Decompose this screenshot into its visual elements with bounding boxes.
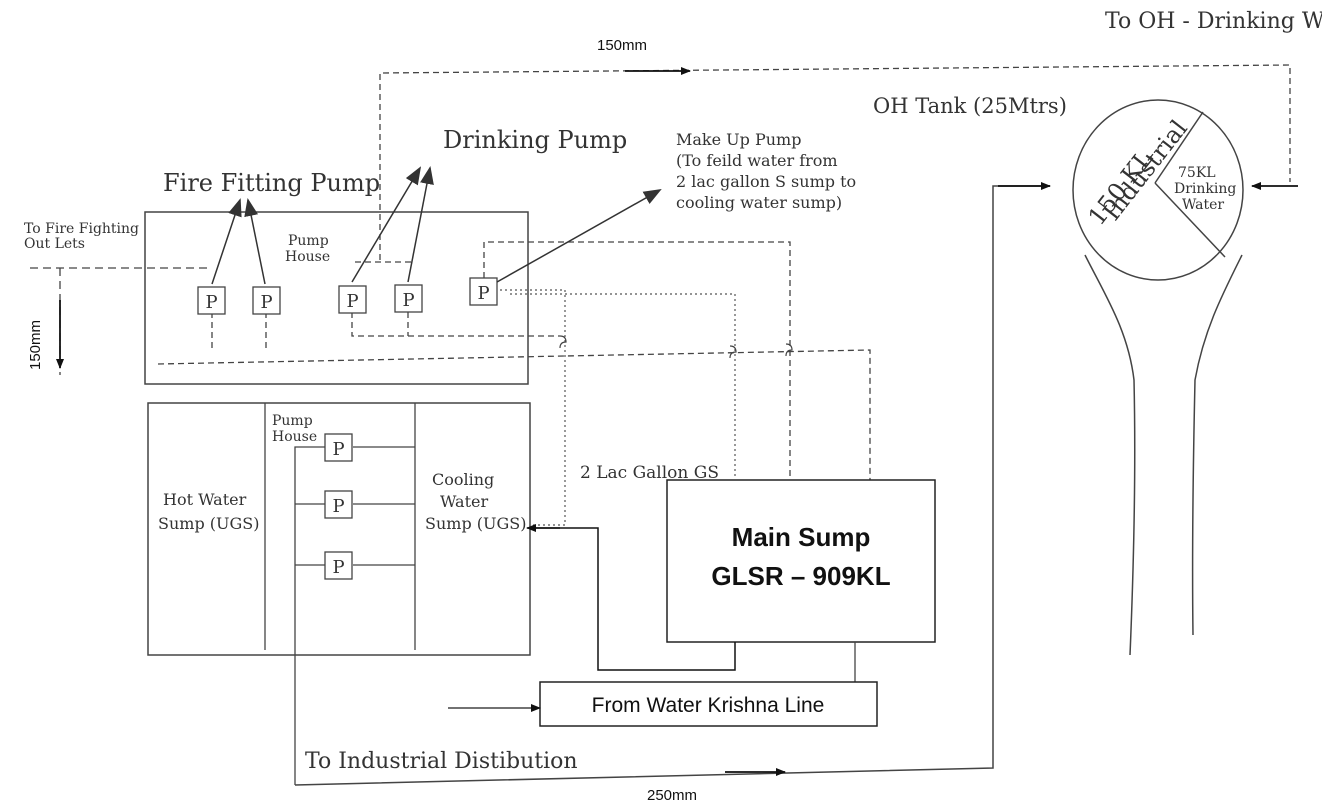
main-sump (666, 479, 936, 643)
to-fire-outlets-label-2: Out Lets (24, 236, 85, 252)
tank-drinking-label-2: Water (1182, 197, 1224, 213)
pump-symbol: P (260, 292, 272, 313)
fire-pump-2: P (252, 286, 281, 315)
lower-pump-house-label-2: House (272, 429, 317, 445)
upper-pump-house (144, 211, 529, 385)
makeup-pump: P (469, 277, 498, 306)
makeup-pipe (500, 289, 736, 526)
main-to-cooling-pipe (530, 527, 736, 671)
two-lac-gallon-label: 2 Lac Gallon GS (580, 463, 719, 483)
pump-symbol: P (402, 290, 414, 311)
pump-symbol: P (332, 439, 344, 460)
oh-tank-label: OH Tank (25Mtrs) (873, 94, 1067, 118)
upper-internal-pipes (157, 241, 871, 505)
drinking-water-pipe (379, 64, 1291, 260)
lower-pump-house-label-1: Pump (272, 413, 313, 429)
lower-pump-3: P (324, 551, 353, 580)
to-fire-outlets-label-1: To Fire Fighting (24, 221, 139, 237)
pipe-size-bottom-label: 250mm (647, 787, 697, 804)
to-industrial-label: To Industrial Distibution (305, 749, 578, 774)
pump-symbol: P (477, 283, 489, 304)
krishna-line-label: From Water Krishna Line (592, 694, 825, 717)
lower-pump-pipes (294, 446, 415, 785)
cooling-sump-label-3: Sump (UGS) (425, 514, 526, 533)
fire-pump-1: P (197, 286, 226, 315)
pump-symbol: P (332, 557, 344, 578)
drinking-pump-2: P (394, 284, 423, 313)
lower-pump-1: P (324, 433, 353, 462)
hot-water-sump-label-2: Sump (UGS) (158, 514, 259, 533)
makeup-pump-label-1: Make Up Pump (676, 130, 801, 149)
fire-fitting-pump-label: Fire Fitting Pump (163, 169, 380, 197)
callout-arrows (211, 166, 662, 285)
pipe-crossings (559, 335, 793, 359)
main-sump-capacity: GLSR – 909KL (711, 561, 890, 591)
upper-pump-house-label-1: Pump (288, 233, 329, 249)
cooling-sump-label-1: Cooling (432, 470, 494, 489)
tank-drinking-capacity: 75KL (1178, 165, 1216, 181)
cooling-sump-label-2: Water (440, 492, 488, 511)
fire-outlet-pipe (30, 267, 210, 375)
hot-water-sump-label-1: Hot Water (163, 490, 247, 509)
tank-drinking-label-1: Drinking (1174, 181, 1236, 197)
oh-tank (1072, 99, 1244, 656)
drinking-pump-label: Drinking Pump (443, 126, 627, 154)
pipe-size-top-label: 150mm (597, 37, 647, 54)
makeup-pump-label-2: (To feild water from (676, 151, 838, 170)
pump-symbol: P (205, 292, 217, 313)
pipe-size-left-label: 150mm (27, 320, 44, 370)
to-oh-drinking-label: To OH - Drinking Water Compartment (1105, 9, 1322, 34)
main-sump-title: Main Sump (732, 522, 871, 552)
upper-pump-house-label-2: House (285, 249, 330, 265)
pump-symbol: P (332, 496, 344, 517)
pump-symbol: P (346, 291, 358, 312)
lower-pump-2: P (324, 490, 353, 519)
drinking-pump-1: P (338, 285, 367, 314)
makeup-pump-label-3: 2 lac gallon S sump to (676, 172, 856, 191)
makeup-pump-label-4: cooling water sump) (676, 193, 842, 212)
